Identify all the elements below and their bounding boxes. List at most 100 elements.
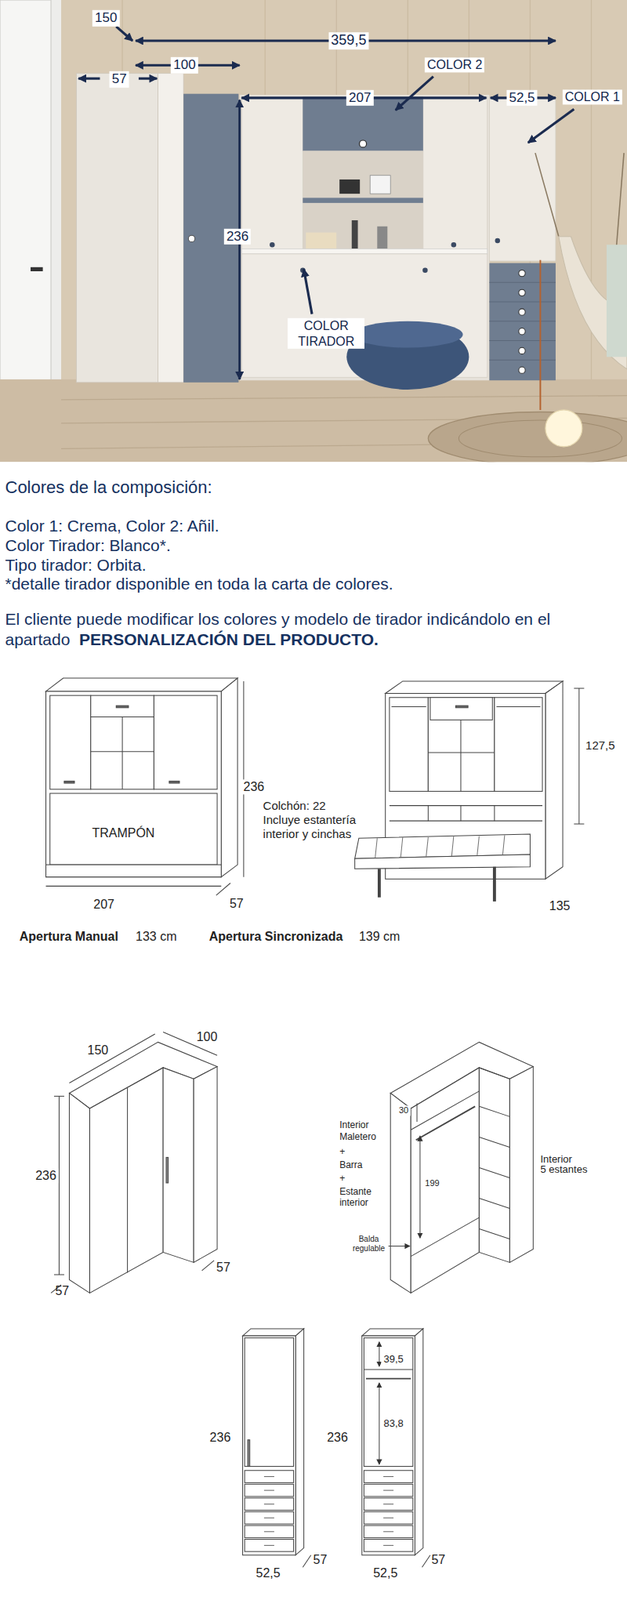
column-drawing	[378, 1382, 380, 1465]
room-photo	[351, 220, 359, 249]
room-photo	[422, 267, 428, 273]
bed-open-drawing	[355, 854, 531, 869]
corner-wardrobe-interior	[416, 1105, 475, 1140]
color-callout: COLOR TIRADOR	[287, 318, 365, 348]
room-photo	[241, 248, 487, 254]
dimension-line	[138, 77, 157, 80]
interior-note: Barra	[339, 1159, 363, 1171]
composition-line: Color Tirador: Blanco*.	[5, 535, 171, 555]
bed-open-drawing	[427, 751, 495, 753]
corner-wardrobe-interior	[478, 1197, 510, 1208]
dimension-label: 100	[170, 57, 198, 73]
bed-open-drawing	[355, 681, 585, 902]
column-drawing	[363, 1497, 413, 1511]
bed-closed-drawing	[169, 780, 180, 783]
column-drawing	[264, 1544, 275, 1546]
dimension-label: 207	[346, 90, 374, 106]
dimension-line	[395, 76, 434, 111]
column-drawing	[366, 1377, 411, 1380]
corner-wardrobe-interior	[388, 1245, 410, 1247]
room-photo	[241, 97, 303, 251]
dimension-label: 199	[422, 1178, 442, 1189]
room-photo	[489, 320, 556, 322]
opening-value: 133 cm	[135, 928, 177, 944]
column-drawing	[363, 1525, 413, 1538]
column-drawing	[363, 1337, 413, 1467]
dimension-line	[78, 77, 100, 80]
column-drawing	[378, 1341, 380, 1367]
column-drawing	[362, 1328, 424, 1336]
column-drawing	[264, 1489, 275, 1491]
column-drawing	[383, 1517, 394, 1519]
dimension-label: 57	[313, 1552, 328, 1568]
room-photo	[518, 347, 526, 354]
corner-wardrobe-interior	[509, 1066, 533, 1263]
bed-closed-drawing	[46, 885, 222, 887]
corner-wardrobe-drawing	[166, 1156, 169, 1183]
composition-line: Color 1: Crema, Color 2: Añil.	[5, 515, 220, 536]
corner-wardrobe-drawing	[193, 1066, 218, 1263]
spec-note: Colchón: 22	[263, 798, 327, 813]
column-drawing	[242, 1328, 431, 1567]
bed-open-drawing	[460, 719, 461, 791]
interior-note: +	[339, 1172, 345, 1184]
corner-wardrobe-interior	[416, 1102, 418, 1121]
room-photo	[489, 301, 556, 303]
dimension-label: 52,5	[256, 1565, 281, 1581]
room-photo	[0, 0, 627, 462]
dimension-label: 52,5	[373, 1565, 398, 1581]
bed-closed-drawing	[216, 882, 231, 896]
corner-wardrobe-drawing	[58, 1095, 60, 1275]
room-photo	[30, 267, 44, 272]
column-drawing	[383, 1476, 394, 1546]
room-photo	[495, 238, 501, 244]
column-drawing	[244, 1525, 294, 1538]
corner-wardrobe-interior	[410, 1067, 479, 1293]
dimension-label: 57	[229, 895, 244, 911]
column-drawing	[363, 1511, 413, 1524]
dimension-label: 57	[216, 1259, 231, 1275]
note-emphasis: PERSONALIZACIÓN DEL PRODUCTO.	[79, 630, 379, 649]
corner-wardrobe-drawing	[68, 1092, 90, 1293]
interior-note: +	[339, 1145, 345, 1157]
bed-closed-drawing	[50, 793, 218, 865]
room-photo	[539, 260, 541, 410]
room-photo	[0, 0, 627, 462]
bed-open-drawing	[389, 697, 428, 792]
bed-open-drawing	[430, 697, 493, 721]
bed-open-drawing	[496, 706, 541, 707]
interior-note: 5 estantes	[540, 1163, 588, 1176]
room-photo	[376, 226, 388, 250]
dimension-label: 150	[87, 1042, 109, 1058]
interior-note: Interior Maletero	[339, 1119, 385, 1142]
column-drawing	[414, 1328, 423, 1555]
column-drawing	[264, 1503, 275, 1505]
bed-open-drawing	[389, 820, 543, 822]
room-photo	[489, 282, 556, 360]
spec-note: Incluye estantería interior y cinchas	[263, 812, 374, 841]
column-drawing	[264, 1475, 275, 1477]
column-drawing	[362, 1335, 416, 1555]
corner-wardrobe-drawing	[68, 1033, 155, 1083]
dimension-label: 135	[549, 898, 571, 914]
room-photo	[489, 340, 556, 341]
dimension-label: 207	[93, 896, 115, 912]
room-photo	[518, 269, 526, 374]
column-drawing	[363, 1483, 413, 1497]
customization-note: El cliente puede modificar los colores y…	[5, 608, 625, 651]
bed-closed-drawing	[221, 677, 238, 878]
column-drawing	[383, 1544, 394, 1546]
room-photo	[518, 366, 526, 374]
bed-open-drawing	[385, 681, 563, 694]
column-drawing	[363, 1470, 413, 1483]
corner-wardrobe-drawing	[50, 1031, 218, 1293]
dimension-line	[528, 108, 575, 143]
dimension-label: 39,5	[380, 1352, 406, 1366]
bed-open-drawing	[578, 688, 580, 824]
bed-open-drawing	[494, 697, 543, 792]
column-drawing	[244, 1539, 294, 1552]
room-photo	[76, 73, 159, 383]
dimension-label: 236	[224, 228, 251, 245]
column-drawing	[242, 1335, 297, 1555]
